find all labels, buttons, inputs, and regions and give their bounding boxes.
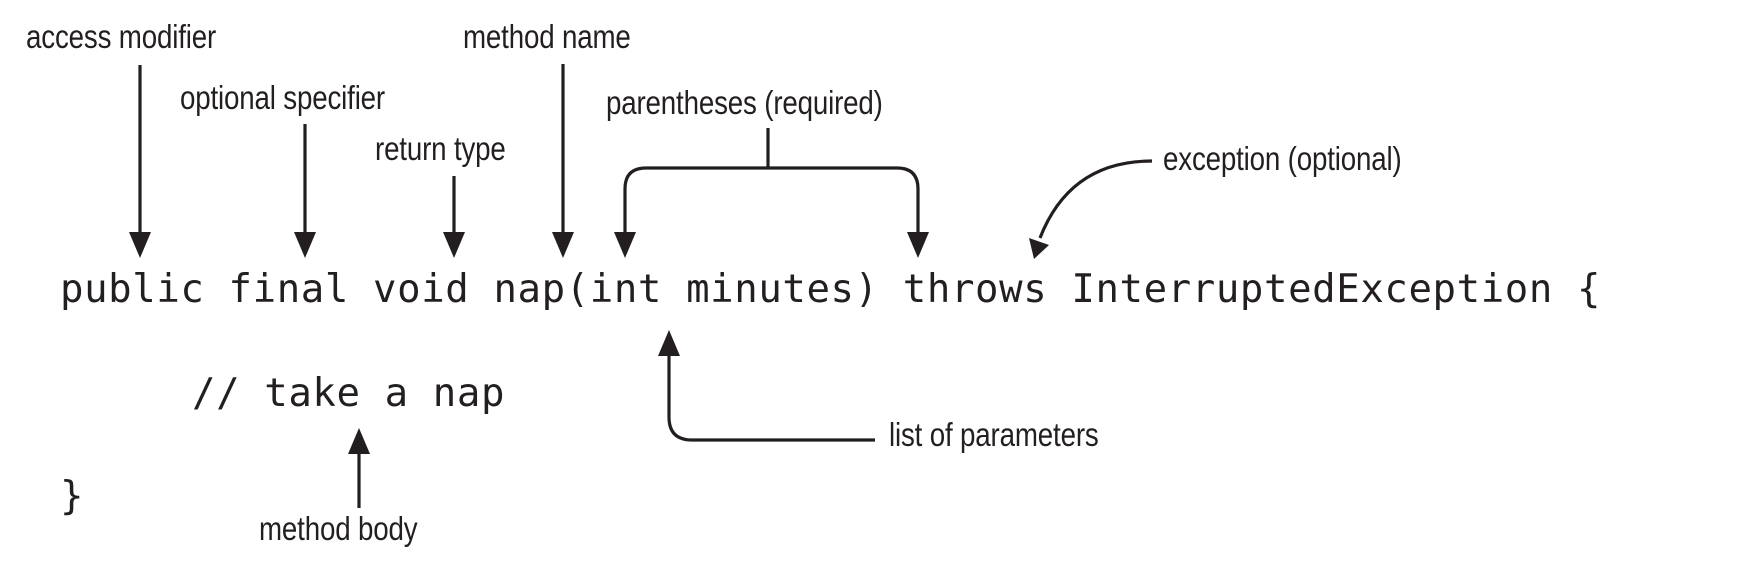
arrow-return-type [443,176,465,258]
label-access-modifier: access modifier [26,18,217,55]
code-method-body: // take a nap [192,371,506,416]
arrow-method-body [348,428,370,508]
label-exception: exception (optional) [1163,140,1402,177]
label-method-body: method body [259,510,418,547]
arrow-list-of-parameters [658,330,875,442]
label-return-type: return type [375,130,506,167]
label-list-of-parameters: list of parameters [889,416,1099,453]
label-parentheses: parentheses (required) [606,84,883,121]
label-optional-specifier: optional specifier [180,79,385,116]
bracket-parentheses [614,128,929,258]
arrow-access-modifier [129,65,151,258]
arrow-optional-specifier [294,124,316,258]
label-method-name: method name [463,18,631,55]
code-closing-brace: } [60,474,85,519]
code-method-signature: public final void nap(int minutes) throw… [60,267,1602,312]
arrow-method-name [552,64,574,258]
arrow-exception [1029,159,1153,259]
